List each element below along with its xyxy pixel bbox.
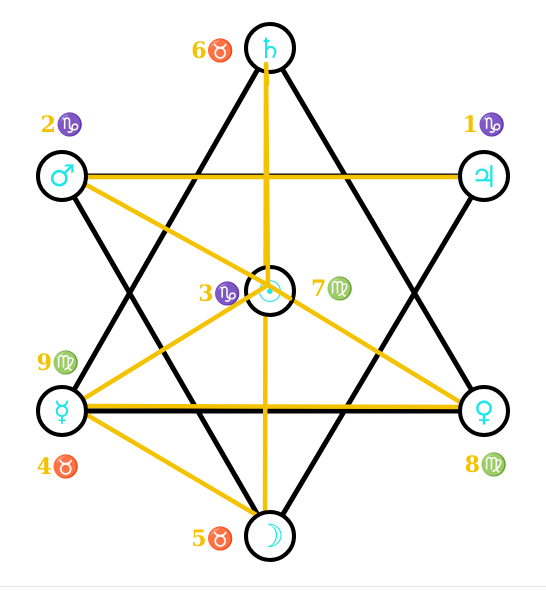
label-mercury-bottom: 4♉ <box>37 454 80 480</box>
saturn-icon: ♄ <box>257 32 282 65</box>
label-saturn: 6♉ <box>191 38 234 64</box>
node-circle-mars <box>36 150 88 202</box>
bottom-rule <box>0 586 546 587</box>
degree-sign-labels: 6♉ 2♑ 1♑ 3♑ 7♍ 9♍ 4♉ 8♍ 5♉ <box>37 38 508 552</box>
label-mars: 2♑ <box>41 112 84 138</box>
aspect-lines <box>69 63 471 523</box>
node-circle-mercury <box>36 385 88 437</box>
node-circle-venus <box>458 385 510 437</box>
label-venus: 8♍ <box>465 452 508 478</box>
moon-icon: ☽ <box>256 517 285 555</box>
aspect-line-stub-saturn <box>263 61 270 87</box>
label-sun-left: 3♑ <box>198 281 241 307</box>
aspect-line-stub-sun-mercury <box>243 282 271 301</box>
aspect-line-sun-venus <box>265 282 471 410</box>
label-sun-right: 7♍ <box>311 276 354 302</box>
mercury-icon: ☿ <box>53 395 70 428</box>
aspect-line-mercury-moon <box>69 403 268 523</box>
node-circle-saturn <box>244 22 296 74</box>
hexagram-edge-venus-saturn <box>267 45 487 414</box>
planet-node-mars: ♂ <box>36 150 88 202</box>
planet-node-jupiter: ♃ <box>458 150 510 202</box>
planet-node-mercury: ☿ <box>36 385 88 437</box>
aspect-line-mercury-venus <box>69 403 471 410</box>
aspect-line-sun-mercury <box>69 282 271 409</box>
aspect-line-stub-sun-venus <box>265 282 293 301</box>
label-mercury-top: 9♍ <box>37 350 80 376</box>
aspect-line-stub-mars-sun <box>242 270 271 288</box>
jupiter-icon: ♃ <box>471 160 498 195</box>
node-circle-moon <box>244 510 296 562</box>
planet-node-saturn: ♄ <box>244 22 296 74</box>
aspect-line-mars-sun <box>69 174 271 288</box>
hexagram-edge-jupiter-moon <box>267 173 487 539</box>
node-circle-jupiter <box>458 150 510 202</box>
planet-node-venus: ♀ <box>458 385 510 437</box>
venus-icon: ♀ <box>474 395 495 428</box>
planet-node-moon: ☽ <box>244 510 296 562</box>
label-jupiter: 1♑ <box>463 112 506 138</box>
hexagram-edge-moon-mars <box>59 173 273 539</box>
mars-icon: ♂ <box>49 159 76 194</box>
planet-nodes: ♄♂♃☉☿♀☽ <box>36 22 510 562</box>
label-moon: 5♉ <box>191 526 234 552</box>
